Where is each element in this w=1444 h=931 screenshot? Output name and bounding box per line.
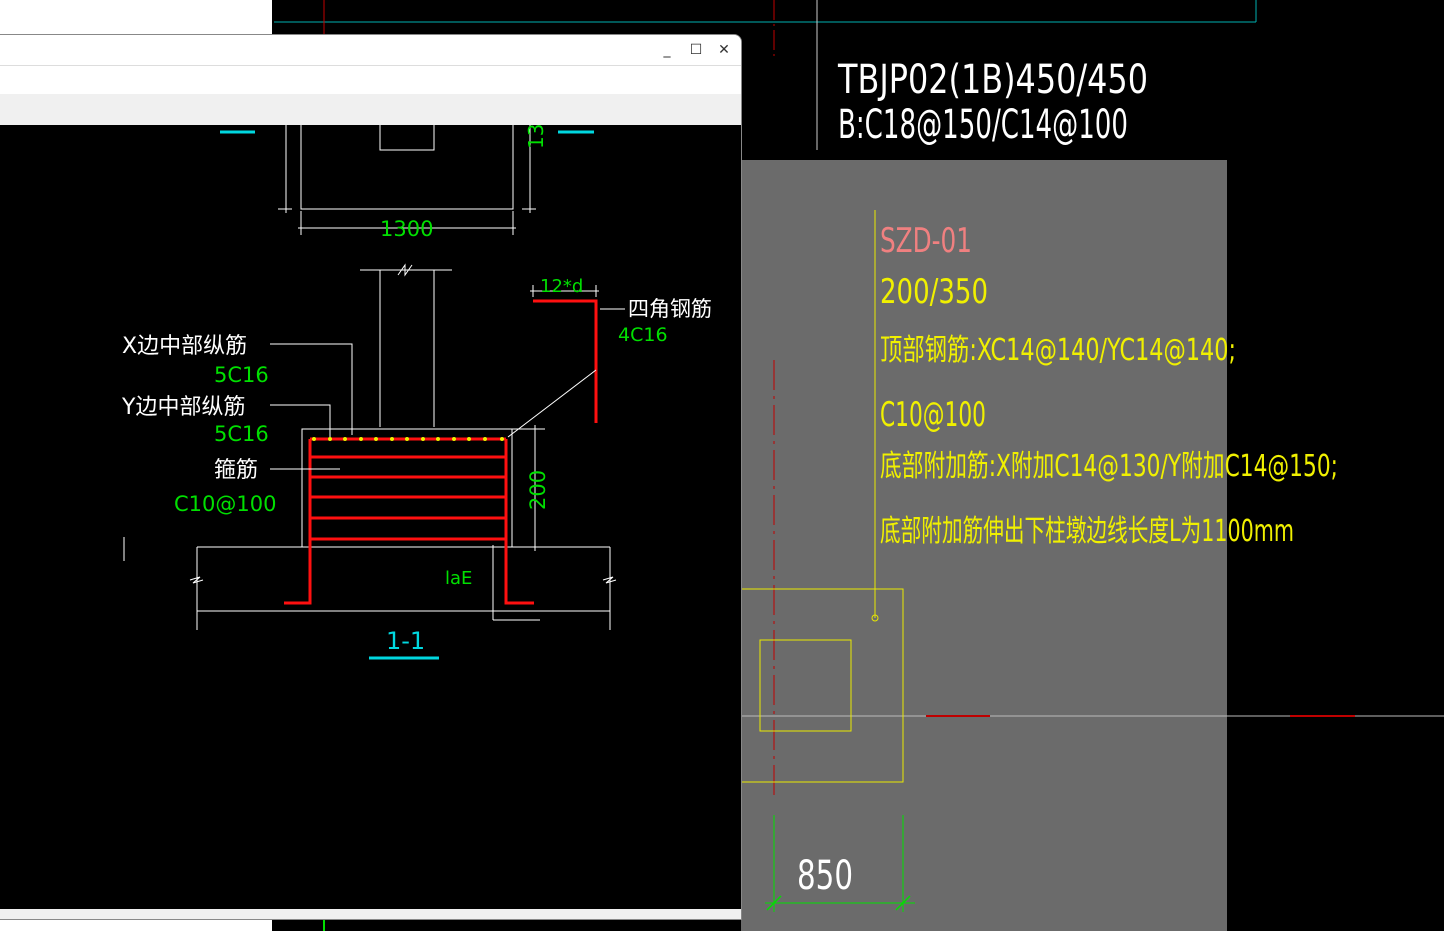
- close-button[interactable]: ✕: [718, 42, 730, 58]
- y-mid-bars-label: Y边中部纵筋: [121, 395, 245, 420]
- x-mid-leader: [270, 343, 353, 435]
- lae-label: laE: [445, 568, 472, 589]
- section-detail-drawing: 13 1300 200 laE: [121, 124, 712, 660]
- window-titlebar[interactable]: _ ☐ ✕: [0, 35, 741, 65]
- leader-dot: [871, 614, 879, 622]
- corner-bars-label: 四角钢筋: [628, 297, 712, 321]
- pedestal-top-remnant: [300, 125, 514, 210]
- minimize-button[interactable]: _: [663, 42, 671, 58]
- corner-bar-right: [504, 439, 534, 605]
- dim-tick-right: [895, 895, 911, 911]
- dim-tick-left: [766, 895, 782, 911]
- detail-window[interactable]: _ ☐ ✕ 13 1300: [0, 34, 742, 920]
- break-symbol: [397, 263, 413, 277]
- bottom-extra-text: 底部附加筋:X附加C14@130/Y附加C14@150;: [880, 449, 1338, 484]
- y-mid-bars-value: 5C16: [214, 422, 269, 446]
- top-dim-partial: 13: [524, 125, 548, 149]
- maximize-button[interactable]: ☐: [689, 42, 703, 58]
- footing-rebar: B:C18@150/C14@100: [838, 102, 1128, 148]
- pedestal-outline: [301, 428, 513, 548]
- x-mid-bars-label: X边中部纵筋: [122, 334, 247, 359]
- corner-bar-left: [284, 439, 312, 605]
- column-top-remnant: [379, 125, 435, 151]
- height-200: 200: [526, 470, 550, 510]
- slab-break-r: [602, 576, 617, 584]
- pier-name: SZD-01: [880, 221, 972, 261]
- corner-leader: [507, 369, 597, 438]
- stirrup-value: C10@100: [174, 492, 276, 516]
- stirrup-text: C10@100: [880, 395, 986, 435]
- window-subtoolbar: [0, 94, 741, 124]
- mid-bar-dots: [312, 437, 504, 441]
- pier-size: 200/350: [880, 272, 988, 312]
- bottom-extra-length-text: 底部附加筋伸出下柱墩边线长度L为1100mm: [880, 514, 1294, 549]
- column-outline: [759, 639, 852, 732]
- dimension-850: 850: [797, 853, 853, 899]
- width-1300: 1300: [380, 217, 433, 241]
- corner-bar-detail: [533, 299, 598, 423]
- section-detail-canvas[interactable]: 13 1300 200 laE: [0, 124, 741, 909]
- window-statusbar: [0, 909, 741, 919]
- gray-selection-panel: [741, 160, 1227, 931]
- x-mid-bars-value: 5C16: [214, 363, 269, 387]
- corner-bars-value: 4C16: [618, 324, 668, 346]
- stirrup-label: 箍筋: [214, 458, 258, 483]
- footing-label: TBJP02(1B)450/450: [837, 57, 1148, 103]
- section-title: 1-1: [386, 627, 425, 655]
- y-mid-leader: [270, 404, 331, 437]
- anchor-12d: 12*d: [540, 276, 583, 297]
- slab-break-l: [189, 576, 204, 584]
- window-toolbar: [0, 65, 741, 95]
- top-rebar-text: 顶部钢筋:XC14@140/YC14@140;: [880, 333, 1236, 368]
